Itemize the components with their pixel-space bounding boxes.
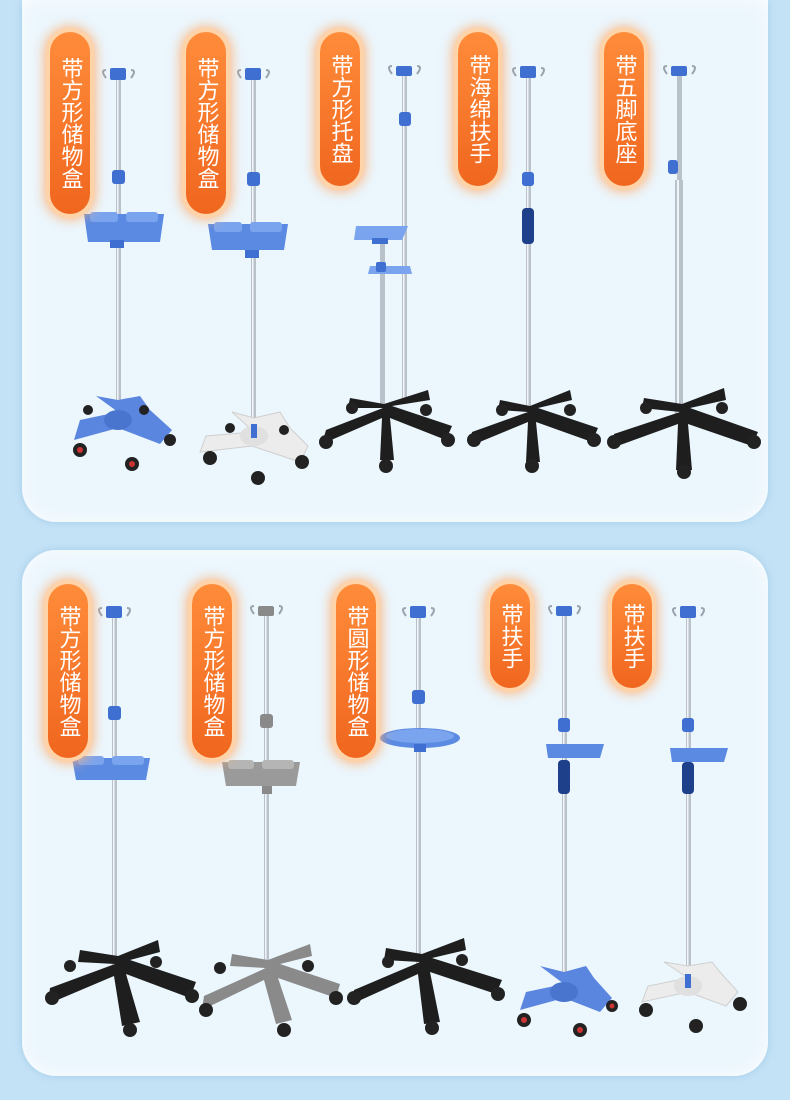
feature-badge-label: 带扶手 [497,603,523,669]
feature-badge-label: 带扶手 [619,603,645,669]
feature-badge-label: 带方形托盘 [327,54,353,164]
feature-badge-label: 带方形储物盒 [57,57,83,189]
feature-badge: 带方形储物盒 [186,32,226,214]
feature-badge: 带海绵扶手 [458,32,498,186]
feature-badge: 带方形储物盒 [50,32,90,214]
feature-badge: 带五脚底座 [604,32,644,186]
feature-badge-label: 带方形储物盒 [199,605,225,737]
feature-badge-label: 带圆形储物盒 [343,605,369,737]
feature-badge: 带扶手 [490,584,530,688]
feature-badge-label: 带方形储物盒 [193,57,219,189]
feature-badge: 带扶手 [612,584,652,688]
feature-badge: 带方形储物盒 [48,584,88,758]
feature-badge-label: 带方形储物盒 [55,605,81,737]
feature-badge: 带方形托盘 [320,32,360,186]
feature-badge-label: 带五脚底座 [611,54,637,164]
feature-badge: 带方形储物盒 [192,584,232,758]
feature-badge-label: 带海绵扶手 [465,54,491,164]
feature-badge: 带圆形储物盒 [336,584,376,758]
